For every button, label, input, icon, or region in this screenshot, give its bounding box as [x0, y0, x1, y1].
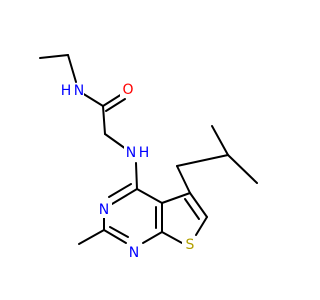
bond-nh-c4 [135, 162, 138, 190]
atom-o-carbonyl: O [122, 82, 133, 98]
bond-carbonyl-ch2 [102, 105, 106, 135]
bond-c4a-c4 [136, 188, 163, 204]
bond-ch2-ch [176, 154, 229, 167]
atom-n-amide: N [74, 83, 84, 99]
bond-c2-methyl [78, 229, 105, 245]
bond-c5-c6-2 [184, 198, 200, 220]
atom-s: S [186, 237, 195, 253]
atom-n1: N [129, 245, 139, 261]
bond-c4a-c5 [161, 192, 191, 204]
bond-ethyl-c1-c2 [39, 54, 69, 59]
atom-label-layer: H N O N H N N S [61, 82, 198, 261]
bond-c2-n1-2 [109, 226, 129, 238]
bond-c6-s [195, 216, 208, 236]
molecule-canvas: H N O N H N N S [39, 54, 258, 261]
bond-c4-n3-2 [108, 183, 132, 198]
bond-c5-ch2 [176, 165, 191, 194]
bond-n-carbonyl [81, 92, 104, 107]
atom-h-amine: H [139, 145, 150, 161]
bond-carbonyl-o-1 [102, 93, 123, 107]
bond-ethyl-c2-n [67, 54, 77, 83]
bond-ch2-nh [104, 133, 127, 150]
bond-c4-n3-1 [111, 188, 138, 205]
bond-carbonyl-o-2 [105, 98, 126, 112]
bond-s-c7a [161, 231, 183, 244]
bond-c5-c6-1 [189, 192, 208, 218]
atom-n3: N [99, 202, 109, 218]
atom-n-amine: N [126, 145, 136, 161]
bond-c2-n1-1 [103, 229, 127, 244]
molecule-structure: H N O N H N N S [39, 54, 258, 261]
bond-ch-me2 [227, 154, 258, 184]
bond-ch-me1 [211, 125, 229, 156]
atom-h-amide: H [61, 83, 72, 99]
bond-layer [39, 54, 258, 245]
bond-n1-c7a [142, 231, 163, 244]
